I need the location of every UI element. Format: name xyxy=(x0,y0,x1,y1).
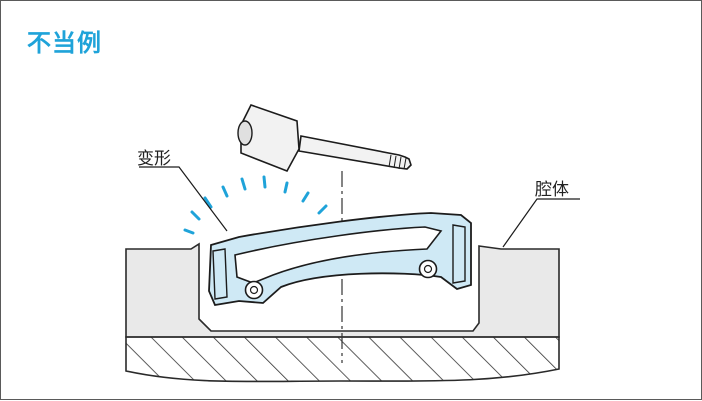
impact-marks xyxy=(183,175,328,235)
hatched-base xyxy=(125,336,560,383)
seal-inner xyxy=(234,226,443,284)
label-deformation: 变形 xyxy=(137,149,171,169)
leader-cavity xyxy=(502,198,580,248)
label-cavity: 腔体 xyxy=(535,180,569,200)
seal-lip-right xyxy=(452,224,466,284)
leader-deformation xyxy=(139,166,228,232)
seal-lip-left xyxy=(212,248,228,300)
spring-left xyxy=(244,280,264,300)
spring-right xyxy=(418,259,438,279)
hammer-icon xyxy=(237,104,412,173)
page-title: 不当例 xyxy=(27,29,102,57)
spring-right-core xyxy=(423,264,433,274)
spring-left-core xyxy=(249,285,259,295)
